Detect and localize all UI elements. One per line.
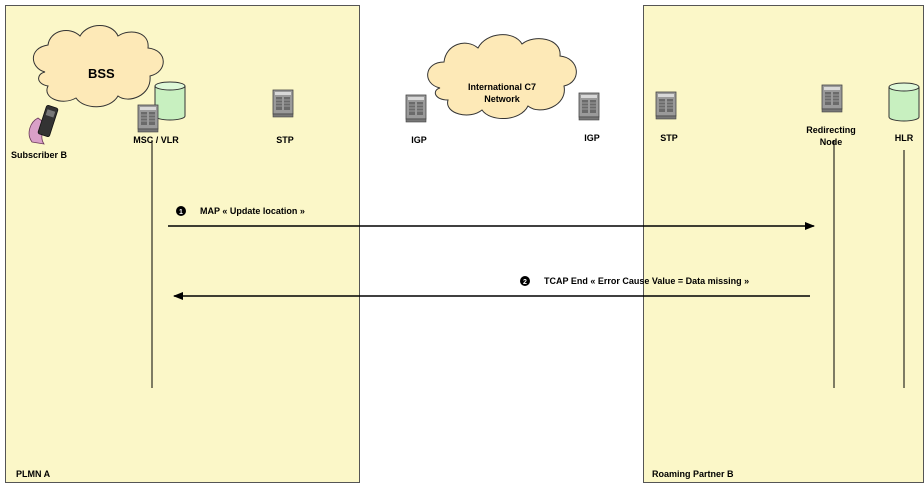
zone-roaming-partner-b	[643, 5, 924, 483]
redirecting-node-server-icon	[821, 84, 843, 113]
hlr-database-icon	[888, 82, 920, 122]
bss-label: BSS	[88, 66, 115, 81]
igp-left-label: IGP	[411, 135, 427, 145]
msc-server-icon	[137, 104, 159, 133]
bss-cloud	[32, 25, 164, 108]
network-label-line2: Network	[484, 94, 520, 104]
network-label-line1: International C7	[467, 82, 537, 92]
zone-label-left: PLMN A	[16, 469, 51, 479]
step-2-badge: 2	[520, 276, 530, 286]
mobile-phone-icon	[28, 105, 59, 145]
redirecting-node-label-line1: Redirecting	[806, 125, 856, 135]
igp-right-label: IGP	[584, 133, 600, 143]
redirecting-node-label-line2: Node	[819, 137, 843, 147]
subscriber-label: Subscriber B	[11, 150, 68, 160]
stp-right-label: STP	[660, 133, 678, 143]
igp-left-server-icon	[405, 94, 427, 123]
message-1-label: MAP « Update location »	[200, 206, 305, 216]
msc-vlr-label: MSC / VLR	[133, 135, 179, 145]
zone-label-right: Roaming Partner B	[652, 469, 734, 479]
hlr-label: HLR	[894, 133, 914, 143]
msc-database-icon	[154, 81, 186, 121]
international-network-cloud	[427, 34, 577, 119]
igp-right-server-icon	[578, 92, 600, 121]
svg-text:1: 1	[179, 209, 183, 216]
stp-left-label: STP	[276, 135, 294, 145]
stp-left-server-icon	[272, 89, 294, 118]
step-1-badge: 1	[176, 206, 186, 216]
stp-right-server-icon	[655, 91, 677, 120]
message-2-label: TCAP End « Error Cause Value = Data miss…	[544, 276, 750, 286]
svg-text:2: 2	[523, 279, 527, 286]
